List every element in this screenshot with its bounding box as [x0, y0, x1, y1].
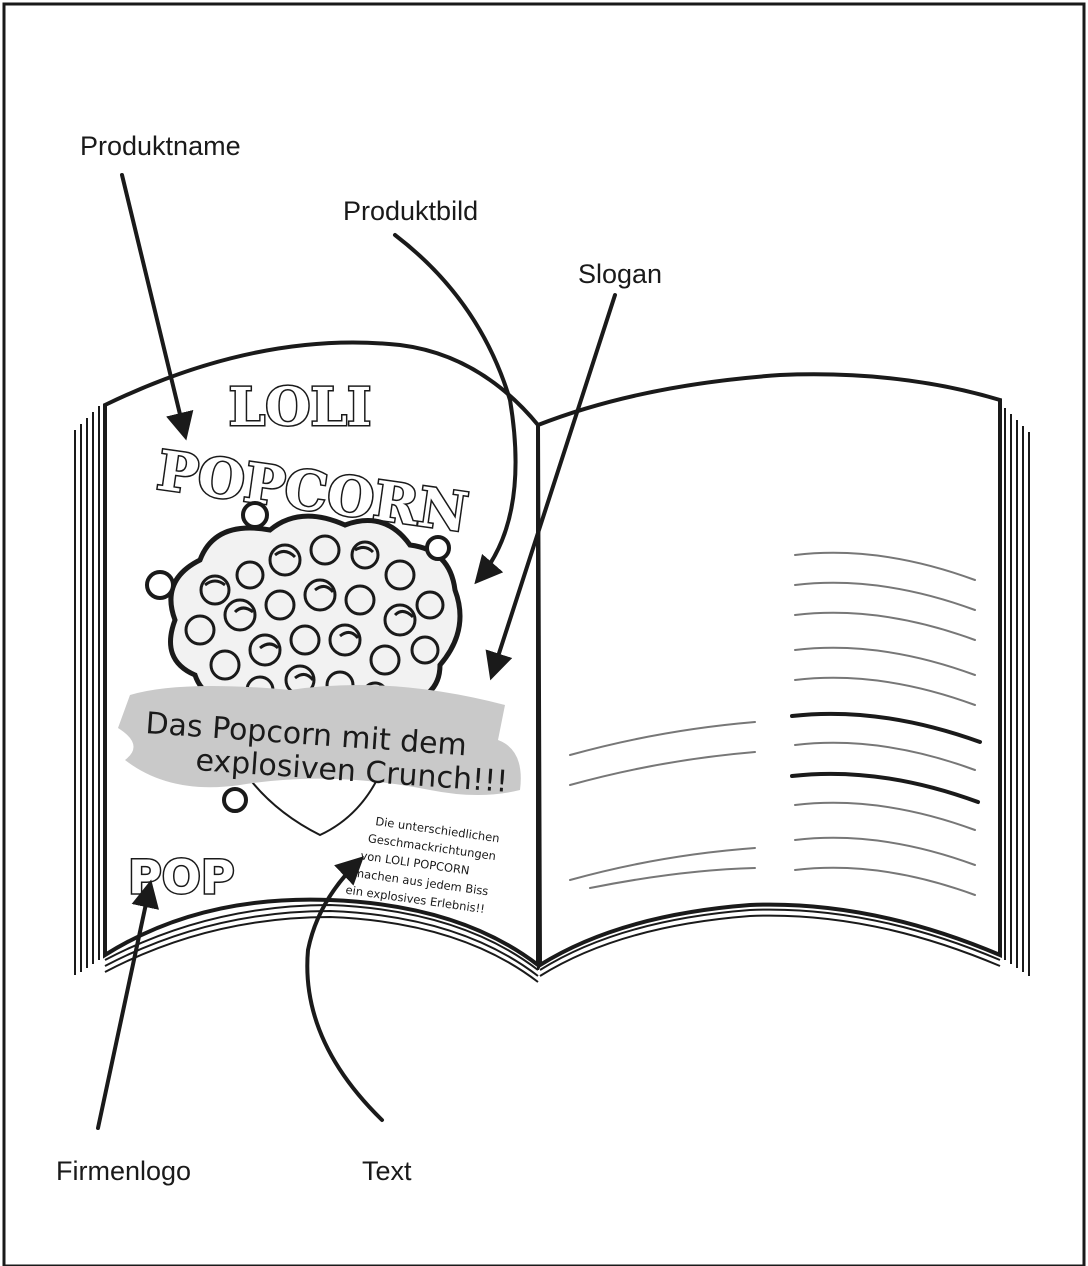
- label-company-logo: Firmenlogo: [56, 1156, 191, 1186]
- label-text: Text: [362, 1156, 412, 1186]
- product-title-line1: LOLI: [229, 377, 372, 438]
- label-product-image: Produktbild: [343, 196, 478, 226]
- label-product-name: Produktname: [80, 131, 241, 161]
- right-page: [538, 374, 1000, 965]
- label-slogan: Slogan: [578, 259, 662, 289]
- company-logo: POP: [128, 850, 235, 904]
- right-page-edges: [1005, 408, 1029, 976]
- left-page-edges: [75, 406, 99, 975]
